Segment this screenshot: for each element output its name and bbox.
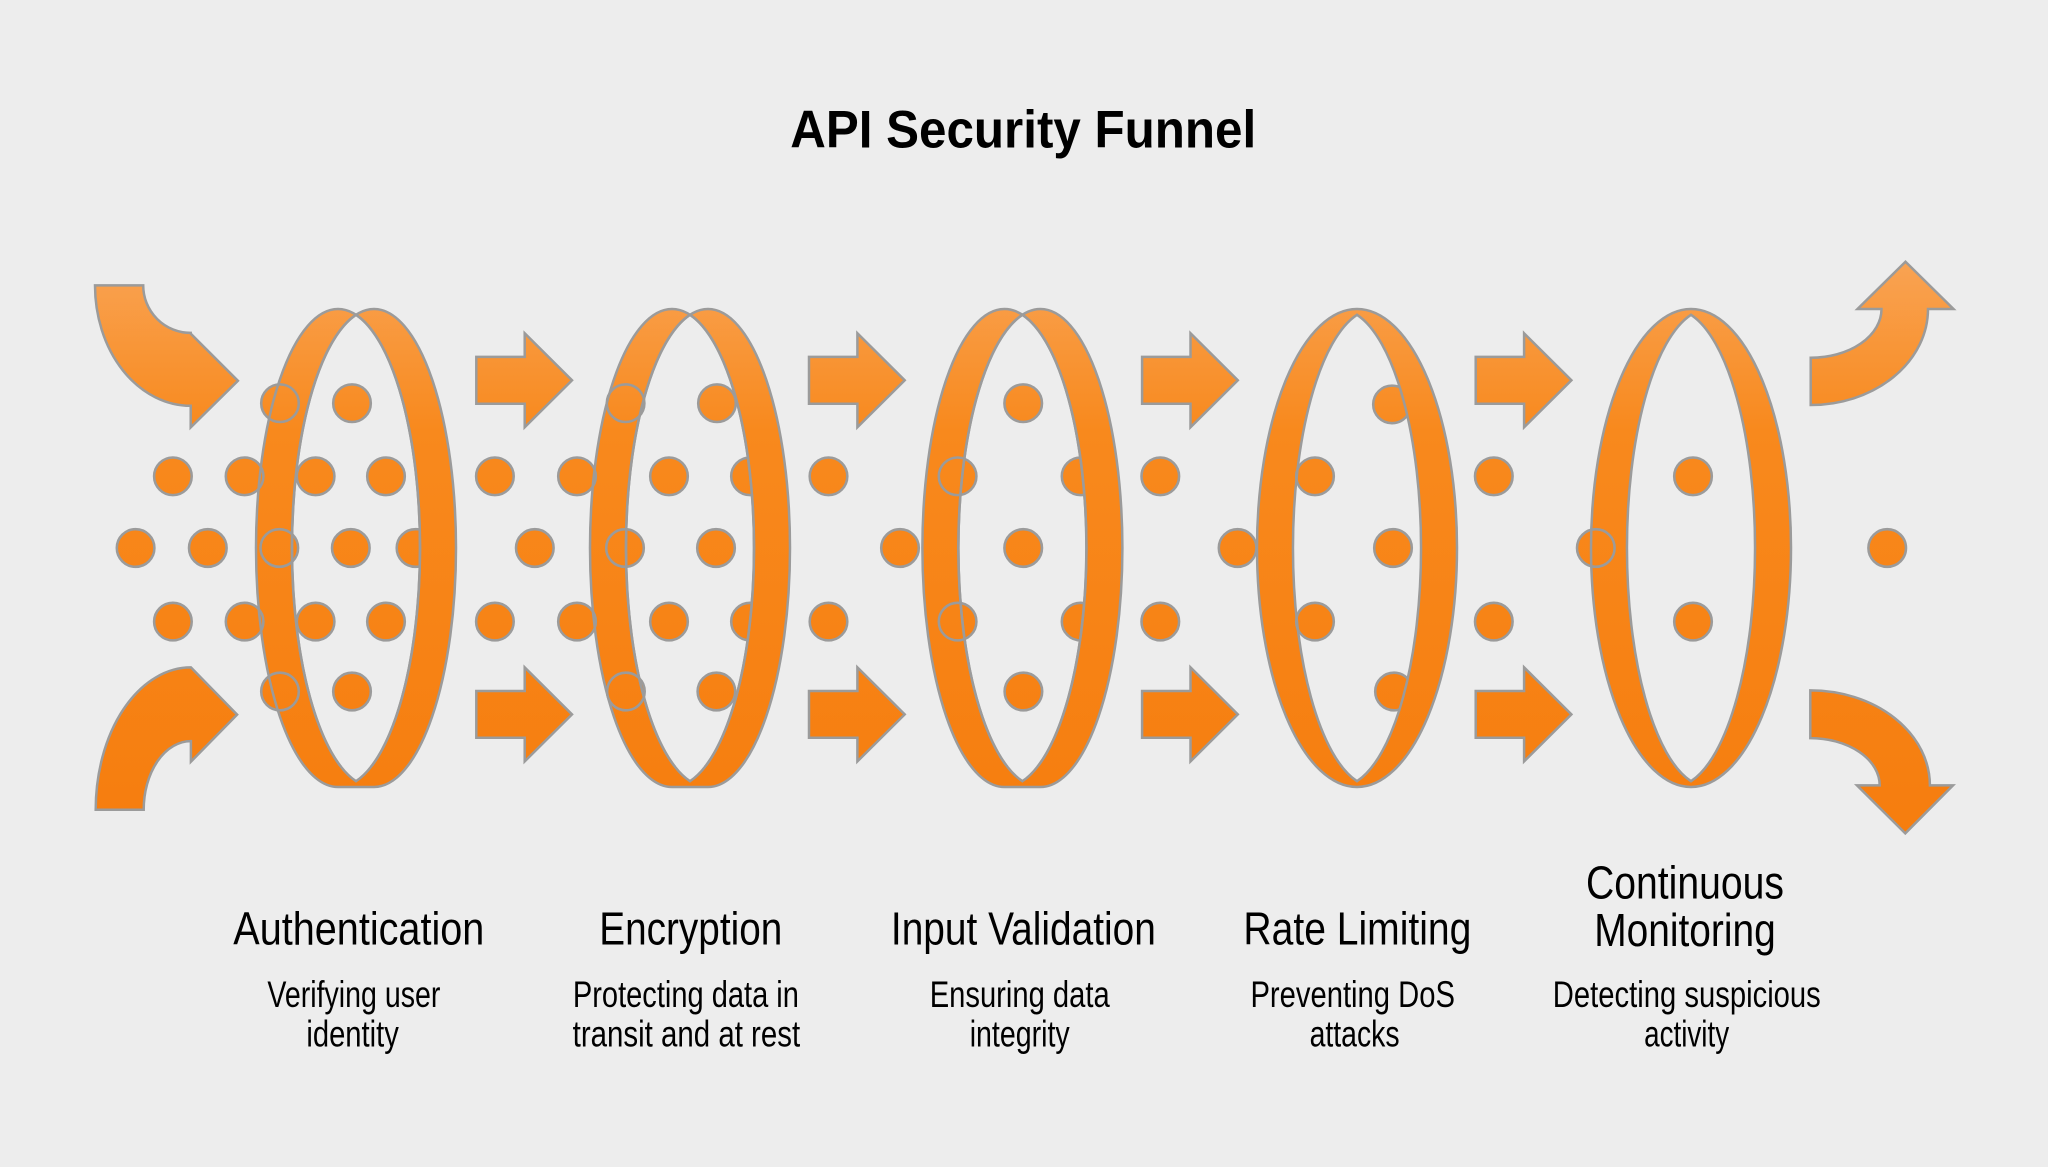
svg-text:Preventing DoS: Preventing DoS — [1250, 974, 1455, 1015]
svg-text:Ensuring data: Ensuring data — [930, 974, 1110, 1015]
svg-text:API Security Funnel: API Security Funnel — [790, 101, 1256, 160]
svg-text:activity: activity — [1644, 1014, 1729, 1055]
svg-text:Monitoring: Monitoring — [1594, 904, 1776, 956]
svg-text:Authentication: Authentication — [233, 903, 484, 955]
svg-text:Rate Limiting: Rate Limiting — [1243, 903, 1471, 955]
svg-text:Input Validation: Input Validation — [891, 903, 1156, 955]
svg-text:Detecting suspicious: Detecting suspicious — [1553, 974, 1821, 1015]
svg-text:Encryption: Encryption — [599, 903, 782, 955]
svg-text:identity: identity — [306, 1014, 399, 1055]
svg-text:attacks: attacks — [1310, 1014, 1400, 1055]
svg-text:Verifying user: Verifying user — [267, 974, 440, 1015]
svg-text:Protecting data in: Protecting data in — [573, 974, 799, 1015]
svg-text:integrity: integrity — [970, 1014, 1070, 1055]
svg-text:Continuous: Continuous — [1586, 857, 1784, 909]
svg-text:transit and at rest: transit and at rest — [573, 1014, 801, 1055]
